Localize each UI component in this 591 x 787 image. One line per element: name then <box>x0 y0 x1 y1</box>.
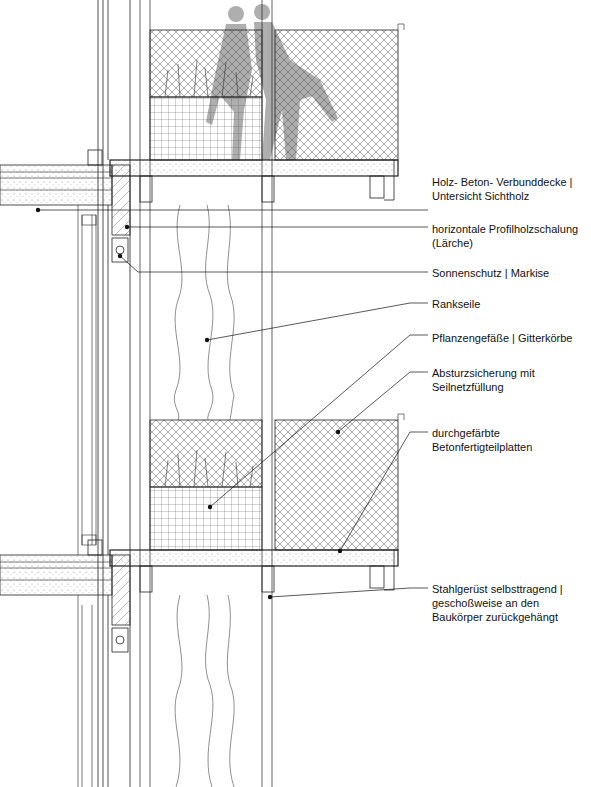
callout-label: Rankseile <box>432 297 582 311</box>
callout-label: horizontale Profilholzschalung (Lärche) <box>432 222 582 250</box>
callout-label: durchgefärbte Betonfertigteilplatten <box>432 426 582 454</box>
callout-label: Holz- Beton- Verbunddecke | Untersicht S… <box>432 175 582 203</box>
callout-label: Pflanzengefäße | Gitterkörbe <box>432 331 582 345</box>
callout-label: Stahlgerüst selbsttragend | geschoßweise… <box>432 582 584 624</box>
callout-label: Sonnenschutz | Markise <box>432 266 582 280</box>
callout-label: Absturzsicherung mit Seilnetzfüllung <box>432 366 582 394</box>
